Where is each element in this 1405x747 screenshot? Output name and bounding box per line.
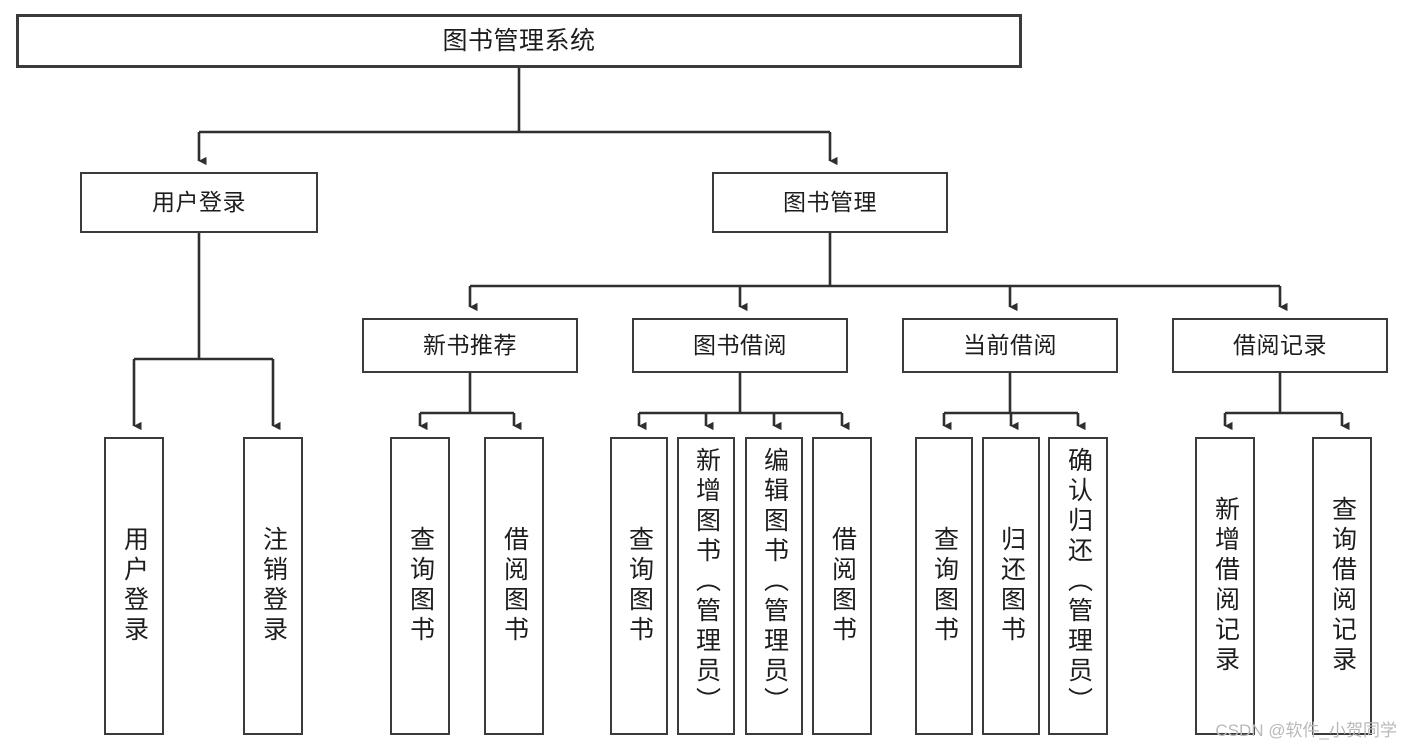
leaf-add-book-admin[interactable]: 新增图书（管理员）	[677, 437, 735, 735]
leaf-query-borrowing-record-label: 查询借阅记录	[1328, 496, 1357, 676]
leaf-query-book-borrowing-label: 查询图书	[625, 526, 654, 646]
leaf-query-borrowing-record[interactable]: 查询借阅记录	[1312, 437, 1372, 735]
leaf-borrow-book-recommendation-label: 借阅图书	[500, 526, 529, 646]
node-root-label: 图书管理系统	[442, 26, 596, 55]
csdn-watermark: CSDN @软件_小贺同学	[1215, 721, 1397, 740]
node-book-management-label: 图书管理	[783, 189, 877, 216]
leaf-logout[interactable]: 注销登录	[243, 437, 303, 735]
node-borrowing-records-label: 借阅记录	[1233, 332, 1327, 359]
leaf-query-book-current-label: 查询图书	[930, 526, 959, 646]
leaf-confirm-return-admin[interactable]: 确认归还（管理员）	[1048, 437, 1108, 735]
leaf-logout-label: 注销登录	[259, 526, 288, 646]
node-book-borrowing[interactable]: 图书借阅	[632, 318, 848, 373]
node-user-login[interactable]: 用户登录	[80, 172, 318, 233]
leaf-borrow-book-recommendation[interactable]: 借阅图书	[484, 437, 544, 735]
leaf-edit-book-admin-label: 编辑图书（管理员）	[760, 447, 789, 717]
node-current-borrowing[interactable]: 当前借阅	[902, 318, 1118, 373]
node-book-management[interactable]: 图书管理	[712, 172, 948, 233]
node-new-book-recommendation-label: 新书推荐	[423, 332, 517, 359]
leaf-query-book-borrowing[interactable]: 查询图书	[610, 437, 668, 735]
leaf-add-borrowing-record[interactable]: 新增借阅记录	[1195, 437, 1255, 735]
node-user-login-label: 用户登录	[152, 189, 246, 216]
leaf-user-login-label: 用户登录	[120, 526, 149, 646]
leaf-return-book-label: 归还图书	[997, 526, 1026, 646]
leaf-query-book-recommendation-label: 查询图书	[406, 526, 435, 646]
leaf-query-book-current[interactable]: 查询图书	[915, 437, 973, 735]
node-root[interactable]: 图书管理系统	[16, 14, 1022, 68]
node-book-borrowing-label: 图书借阅	[693, 332, 787, 359]
leaf-confirm-return-admin-label: 确认归还（管理员）	[1064, 447, 1093, 717]
leaf-borrow-book-borrowing-label: 借阅图书	[828, 526, 857, 646]
leaf-query-book-recommendation[interactable]: 查询图书	[390, 437, 450, 735]
leaf-borrow-book-borrowing[interactable]: 借阅图书	[812, 437, 872, 735]
leaf-return-book[interactable]: 归还图书	[982, 437, 1040, 735]
leaf-add-borrowing-record-label: 新增借阅记录	[1211, 496, 1240, 676]
leaf-edit-book-admin[interactable]: 编辑图书（管理员）	[745, 437, 803, 735]
leaf-add-book-admin-label: 新增图书（管理员）	[692, 447, 721, 717]
leaf-user-login[interactable]: 用户登录	[104, 437, 164, 735]
node-current-borrowing-label: 当前借阅	[963, 332, 1057, 359]
node-new-book-recommendation[interactable]: 新书推荐	[362, 318, 578, 373]
node-borrowing-records[interactable]: 借阅记录	[1172, 318, 1388, 373]
